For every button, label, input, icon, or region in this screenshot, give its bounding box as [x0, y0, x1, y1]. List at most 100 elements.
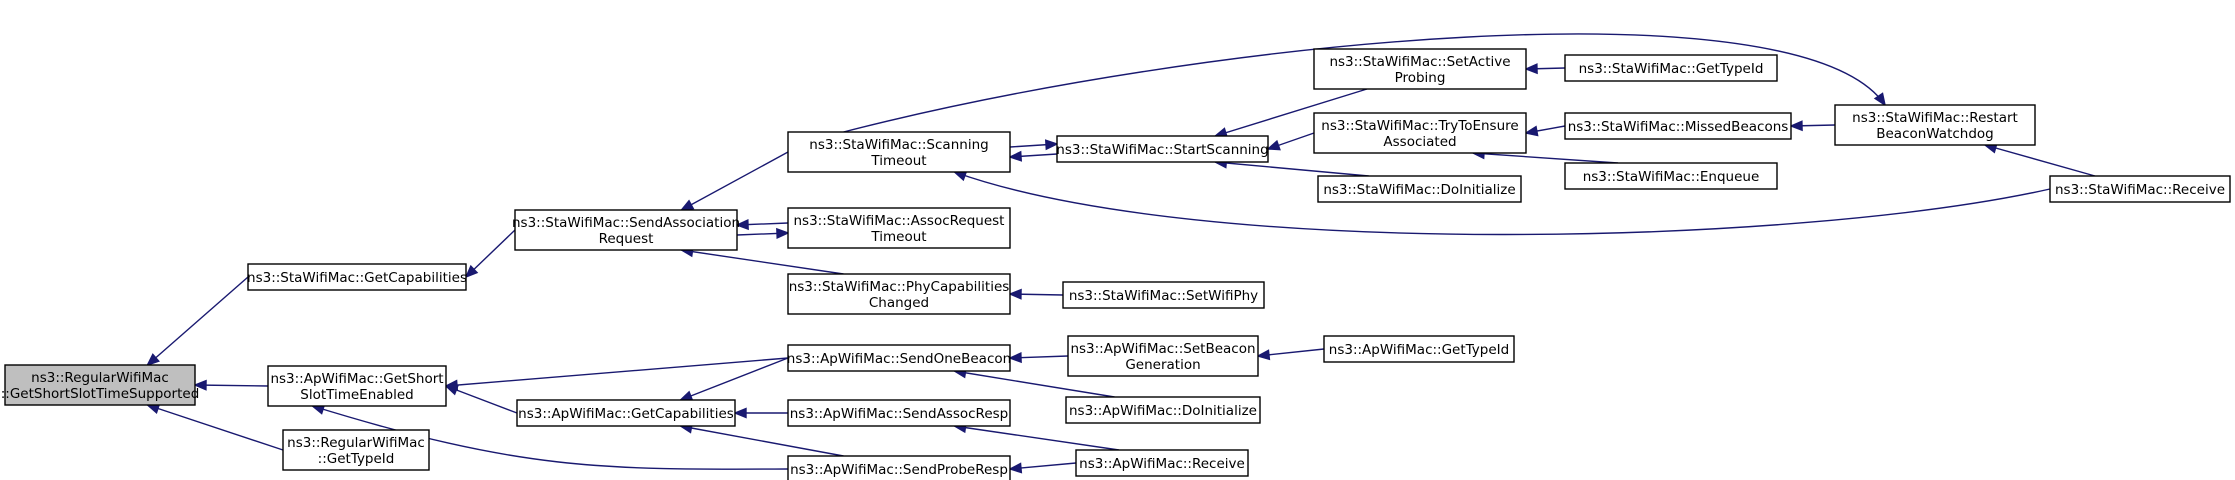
- node-box: [1564, 162, 1778, 190]
- edge-sta_assocto-to-sta_sendassoc: [735, 219, 789, 231]
- node-label: Timeout: [870, 229, 926, 245]
- node-label: ns3::StaWifiMac::GetTypeId: [1579, 61, 1764, 77]
- edge-sta_restart-to-sta_missed: [1789, 120, 1836, 132]
- node-box: [1056, 135, 1269, 163]
- node-box: [2049, 175, 2231, 203]
- node-sta-getcap[interactable]: ns3::StaWifiMac::GetCapabilities: [247, 263, 467, 291]
- edge-reg_typeid-to-root: [145, 403, 284, 451]
- arrowhead: [679, 199, 695, 211]
- edge-ap_receive-to-ap_sendassocresp: [952, 422, 1120, 451]
- edge-line: [681, 151, 789, 211]
- node-ap-receive[interactable]: ns3::ApWifiMac::Receive: [1075, 449, 1249, 477]
- arrowhead: [1008, 150, 1023, 162]
- edge-ap_sendbeacon-to-ap_getcap: [678, 357, 789, 401]
- node-sta-gettypeid[interactable]: ns3::StaWifiMac::GetTypeId: [1564, 54, 1778, 82]
- node-label: ns3::ApWifiMac::DoInitialize: [1069, 403, 1257, 419]
- node-label: ns3::StaWifiMac::Scanning: [809, 137, 988, 153]
- node-root[interactable]: ns3::RegularWifiMac::GetShortSlotTimeSup…: [1, 364, 200, 406]
- node-box: [1834, 104, 2036, 146]
- node-box: [787, 131, 1011, 173]
- edge-line: [147, 276, 249, 366]
- node-label: Generation: [1125, 357, 1200, 373]
- arrowhead: [1044, 139, 1059, 151]
- node-sta-receive[interactable]: ns3::StaWifiMac::Receive: [2049, 175, 2231, 203]
- node-ap-getcap[interactable]: ns3::ApWifiMac::GetCapabilities: [516, 399, 736, 427]
- edge-line: [681, 249, 844, 275]
- node-box: [1075, 449, 1249, 477]
- node-ap-sendbeacon[interactable]: ns3::ApWifiMac::SendOneBeacon: [787, 344, 1011, 372]
- edge-sta_sendassoc-to-sta_assocto: [736, 227, 790, 239]
- edge-line: [1215, 161, 1369, 177]
- node-ap-gettypeid[interactable]: ns3::ApWifiMac::GetTypeId: [1323, 335, 1515, 363]
- node-box: [787, 455, 1011, 480]
- edge-line: [843, 33, 1886, 133]
- node-label: ns3::StaWifiMac::SendAssociation: [512, 215, 740, 231]
- node-box: [282, 429, 430, 471]
- arrowhead: [952, 170, 968, 182]
- node-label: ns3::ApWifiMac::SendAssocResp: [790, 406, 1009, 422]
- node-label: ns3::StaWifiMac::MissedBeacons: [1568, 119, 1789, 135]
- node-label: ns3::StaWifiMac::SetWifiPhy: [1069, 288, 1258, 304]
- node-ap-sendprobe[interactable]: ns3::ApWifiMac::SendProbeResp: [787, 455, 1011, 480]
- node-label: ns3::StaWifiMac::SetActive: [1329, 54, 1510, 70]
- node-box: [267, 365, 447, 407]
- edge-line: [147, 404, 284, 451]
- edge-line: [1984, 144, 2096, 177]
- node-sta-missed[interactable]: ns3::StaWifiMac::MissedBeacons: [1564, 112, 1792, 140]
- node-box: [514, 209, 738, 251]
- arrowhead: [146, 353, 160, 367]
- node-label: ns3::ApWifiMac::GetShort: [270, 371, 443, 387]
- arrowhead: [776, 227, 790, 239]
- node-sta-enqueue[interactable]: ns3::StaWifiMac::Enqueue: [1564, 162, 1778, 190]
- node-label: ns3::StaWifiMac::Receive: [2055, 182, 2225, 198]
- node-label: SlotTimeEnabled: [300, 387, 413, 403]
- call-graph-nodes: ns3::RegularWifiMac::GetShortSlotTimeSup…: [1, 48, 2231, 480]
- node-box: [787, 273, 1011, 315]
- node-label: ns3::StaWifiMac::Enqueue: [1583, 169, 1760, 185]
- edge-sta_gettypeid-to-sta_setactive: [1524, 63, 1566, 75]
- node-label: ::GetTypeId: [318, 451, 395, 467]
- node-label: ns3::ApWifiMac::GetCapabilities: [518, 406, 734, 422]
- node-box: [1564, 112, 1792, 140]
- node-ap-sendassocresp[interactable]: ns3::ApWifiMac::SendAssocResp: [787, 399, 1011, 427]
- arrowhead: [1266, 139, 1281, 151]
- node-sta-setwifiphy[interactable]: ns3::StaWifiMac::SetWifiPhy: [1062, 281, 1265, 309]
- arrowhead: [1873, 92, 1887, 107]
- edge-ap_sendbeacon-to-ap_getshort: [444, 357, 789, 391]
- arrowhead: [444, 379, 459, 391]
- node-reg-typeid[interactable]: ns3::RegularWifiMac::GetTypeId: [282, 429, 430, 471]
- arrowhead: [464, 264, 479, 279]
- node-sta-startscan[interactable]: ns3::StaWifiMac::StartScanning: [1056, 135, 1269, 163]
- node-label: ns3::StaWifiMac::AssocRequest: [794, 213, 1005, 229]
- edge-line: [954, 425, 1120, 451]
- edge-ap_gettypeid-to-ap_setbeacongen: [1256, 348, 1325, 361]
- node-box: [787, 399, 1011, 427]
- node-box: [1323, 335, 1515, 363]
- edge-line: [445, 357, 789, 387]
- node-label: ns3::ApWifiMac::GetTypeId: [1329, 342, 1509, 358]
- node-box: [1313, 48, 1527, 90]
- node-sta-doinit[interactable]: ns3::StaWifiMac::DoInitialize: [1317, 175, 1522, 203]
- edge-sta_getcap-to-root: [146, 276, 249, 367]
- node-box: [1067, 335, 1259, 377]
- edge-sta_sendassoc-to-sta_getcap: [464, 229, 516, 279]
- node-ap-doinit[interactable]: ns3::ApWifiMac::DoInitialize: [1065, 396, 1261, 424]
- edge-line: [954, 370, 1115, 398]
- node-box: [787, 344, 1011, 372]
- node-label: Request: [599, 231, 654, 247]
- edge-sta_setwifiphy-to-sta_phycap: [1008, 288, 1064, 300]
- edge-sta_scanto-to-sta_sendassoc: [679, 151, 789, 211]
- node-label: ns3::StaWifiMac::PhyCapabilities: [789, 279, 1010, 295]
- node-label: ns3::ApWifiMac::Receive: [1079, 456, 1245, 472]
- node-label: ns3::ApWifiMac::SetBeacon: [1070, 341, 1255, 357]
